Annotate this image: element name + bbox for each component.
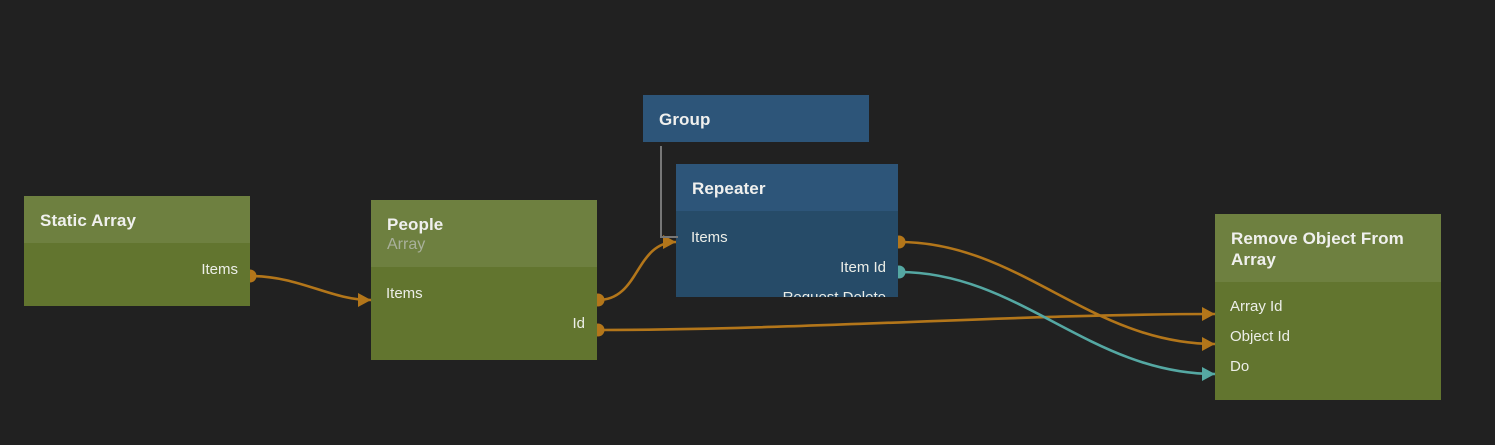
edge-people-id-to-array-id[interactable] <box>596 312 1217 332</box>
input-port-remove-object-from-array-object-id[interactable]: Object Id <box>1215 322 1441 352</box>
group-to-repeater-bracket <box>660 146 678 238</box>
port-label: Item Id <box>840 259 886 276</box>
arrowhead-repeater-requestdelete-to-do <box>1202 367 1215 381</box>
node-title-static-array: Static Array <box>40 211 137 230</box>
node-header-group[interactable]: Group <box>643 95 869 142</box>
node-subtitle-people: Array <box>387 236 426 253</box>
body-top-spacer <box>24 243 250 255</box>
port-label: Id <box>572 315 585 332</box>
node-header-repeater[interactable]: Repeater <box>676 164 898 211</box>
body-top-spacer <box>1215 282 1441 292</box>
arrowhead-people-id-to-array-id <box>1202 307 1215 321</box>
output-port-repeater-request-delete[interactable]: Request Delete <box>676 283 898 297</box>
output-port-static-array-items[interactable]: Items <box>24 255 250 285</box>
node-title-people: People <box>387 215 444 234</box>
node-header-static-array[interactable]: Static Array <box>24 196 250 243</box>
input-port-remove-object-from-array-do[interactable]: Do <box>1215 352 1441 382</box>
edge-people-items-to-repeater-items[interactable] <box>596 240 678 302</box>
port-label: Request Delete <box>783 289 886 297</box>
node-title-remove-object-from-array: Remove Object From Array <box>1231 229 1404 269</box>
port-label: Object Id <box>1230 328 1291 345</box>
output-port-people-id[interactable]: Id <box>371 309 597 339</box>
edge-static-items-to-people-items[interactable] <box>248 274 373 302</box>
edge-repeater-requestdelete-to-do[interactable] <box>897 270 1217 376</box>
port-label: Array Id <box>1230 298 1283 315</box>
body-top-spacer <box>371 267 597 279</box>
body-top-spacer <box>676 211 898 223</box>
input-port-remove-object-from-array-array-id[interactable]: Array Id <box>1215 292 1441 322</box>
node-title-repeater: Repeater <box>692 179 766 198</box>
input-port-people-items[interactable]: Items <box>371 279 597 309</box>
edge-repeater-itemid-to-object-id[interactable] <box>897 240 1217 346</box>
arrowhead-repeater-itemid-to-object-id <box>1202 337 1215 351</box>
node-body-static-array: Items <box>24 243 250 306</box>
port-label: Items <box>691 229 728 246</box>
node-header-remove-object-from-array[interactable]: Remove Object From Array <box>1215 214 1441 282</box>
port-label: Items <box>386 285 423 302</box>
node-body-remove-object-from-array: Array Id Object Id Do <box>1215 282 1441 400</box>
port-label: Items <box>201 261 238 278</box>
port-label: Do <box>1230 358 1250 375</box>
output-port-repeater-item-id[interactable]: Item Id <box>676 253 898 283</box>
arrowhead-static-items-to-people-items <box>358 293 371 307</box>
input-port-repeater-items[interactable]: Items <box>676 223 898 253</box>
node-group[interactable]: Group <box>643 95 869 146</box>
node-title-group: Group <box>659 110 711 129</box>
